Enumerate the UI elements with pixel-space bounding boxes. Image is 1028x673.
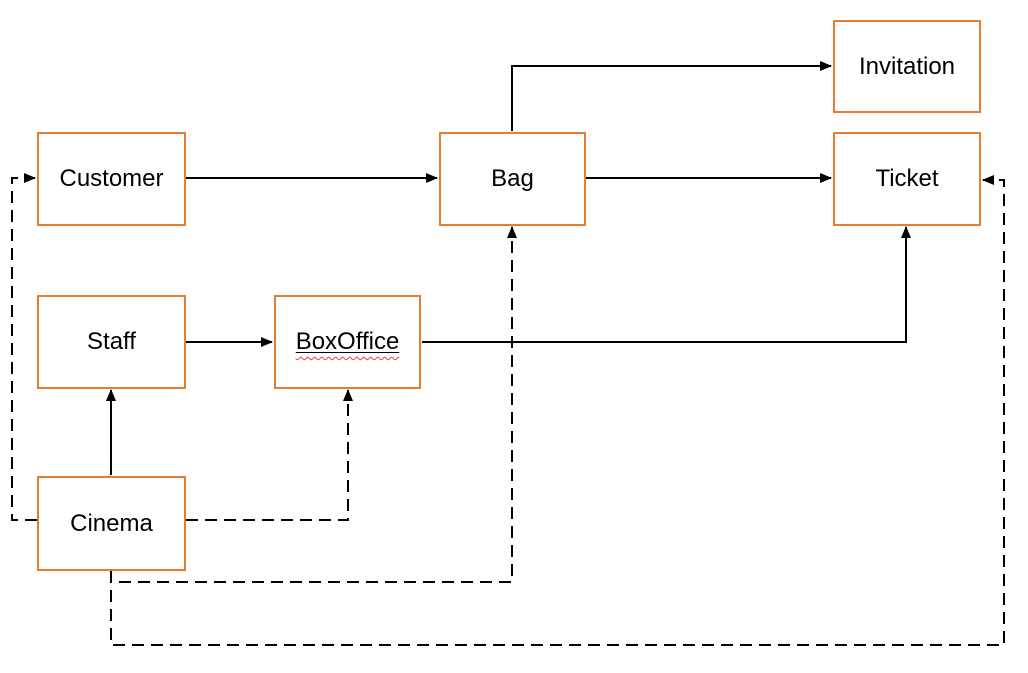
node-ticket[interactable]: Ticket — [833, 132, 981, 226]
edge-boxoffice-to-ticket — [422, 226, 911, 343]
node-staff-label: Staff — [87, 328, 136, 355]
node-staff[interactable]: Staff — [37, 295, 186, 389]
node-customer[interactable]: Customer — [37, 132, 186, 226]
edge-cinema-to-boxoffice-dashed — [186, 389, 353, 521]
node-ticket-label: Ticket — [875, 165, 939, 192]
spellcheck-underline: BoxOffice — [296, 328, 400, 356]
node-bag-label: Bag — [491, 165, 534, 192]
node-customer-label: Customer — [59, 165, 164, 192]
node-bag[interactable]: Bag — [439, 132, 586, 226]
node-cinema[interactable]: Cinema — [37, 476, 186, 571]
node-invitation[interactable]: Invitation — [833, 20, 981, 113]
node-cinema-label: Cinema — [70, 509, 153, 537]
edge-cinema-to-ticket-dashed — [110, 175, 1005, 646]
node-boxoffice[interactable]: BoxOffice — [274, 295, 421, 389]
edge-cinema-to-customer-dashed — [11, 173, 37, 521]
edge-bag-to-invitation — [511, 61, 832, 131]
node-invitation-label: Invitation — [858, 52, 956, 80]
node-boxoffice-label: BoxOffice — [295, 328, 400, 355]
